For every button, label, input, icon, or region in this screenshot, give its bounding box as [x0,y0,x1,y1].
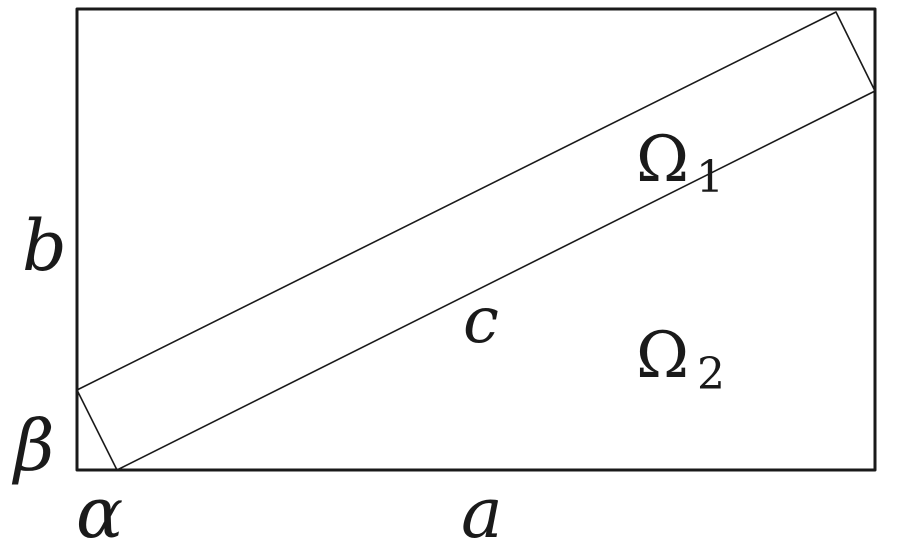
omega-1-subscript: 1 [696,152,724,203]
omega-1-label: Ω 1 [636,123,724,203]
height-label-b: b [22,205,67,287]
offset-label-alpha: α [76,472,123,542]
omega-2-subscript: 2 [697,349,725,400]
width-label-a: a [461,472,503,542]
inclined-strip [76,11,876,471]
omega-2-symbol: Ω [636,319,689,393]
strip-length-label-c: c [463,284,499,358]
omega-2-label: Ω 2 [636,319,725,400]
offset-label-beta: β [11,405,54,487]
omega-1-symbol: Ω [636,123,689,197]
outer-rectangle [75,7,877,472]
